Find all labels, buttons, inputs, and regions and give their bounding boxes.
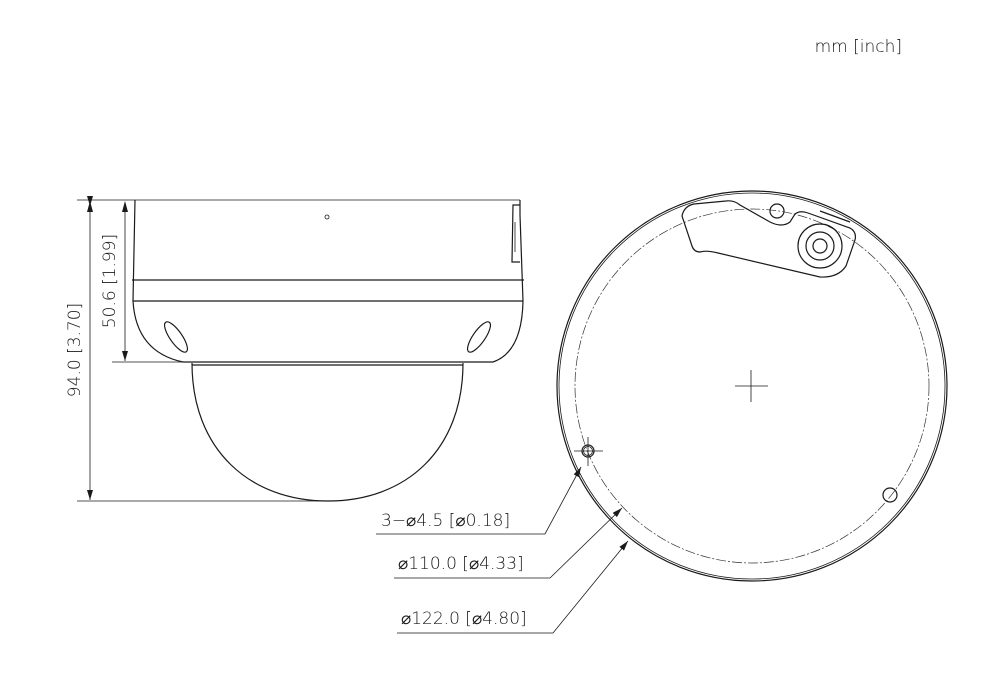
outer-circle (556, 190, 948, 582)
holes-leader (376, 466, 582, 535)
mount-hole (882, 487, 898, 503)
cable-bracket (681, 200, 857, 278)
outer-diameter-leader (397, 540, 629, 634)
reset-hole (324, 214, 330, 220)
hole-pitch-circle (574, 208, 930, 564)
vent-slot-left (163, 321, 189, 353)
housing-height-label: 50.6 [1.99] (100, 234, 120, 328)
housing-outline (132, 199, 524, 363)
hole-circle-label: ⌀110.0 [⌀4.33] (398, 554, 524, 574)
hole-circle-leader (394, 507, 623, 579)
vent-slot-right (466, 321, 492, 353)
total-height-label: 94.0 [3.70] (65, 303, 85, 397)
mount-hole (769, 203, 785, 219)
side-connector (511, 204, 520, 263)
side-view: 94.0 [3.70] 50.6 [1.99] (65, 196, 524, 502)
holes-label: 3−⌀4.5 [⌀0.18] (381, 511, 510, 531)
units-label: mm [inch] (815, 37, 902, 57)
outer-diameter-label: ⌀122.0 [⌀4.80] (401, 609, 527, 629)
bottom-view: 3−⌀4.5 [⌀0.18] ⌀110.0 [⌀4.33] ⌀122.0 [⌀4… (376, 190, 948, 634)
cable-gland (797, 223, 843, 269)
dome-outline (191, 362, 464, 502)
